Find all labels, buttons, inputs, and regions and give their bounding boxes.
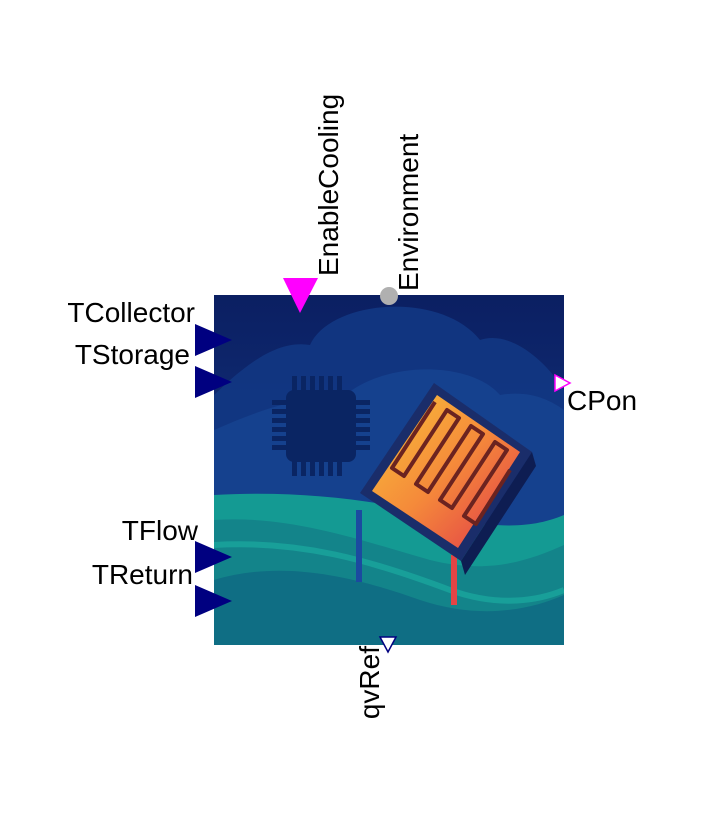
enable-cooling-input-connector[interactable] [283,278,318,313]
qvref-label: qvRef [354,646,385,719]
environment-label: Environment [393,134,424,291]
tcollector-label: TCollector [67,297,195,328]
treturn-input-connector[interactable] [195,585,232,617]
tcollector-input-connector[interactable] [195,324,232,356]
cpon-output-connector[interactable] [554,373,572,393]
environment-connector[interactable] [380,287,398,305]
tflow-input-connector[interactable] [195,541,232,573]
component-block[interactable] [214,295,564,645]
hill-stripe-icon [214,541,564,604]
treturn-label: TReturn [92,559,193,590]
panel-leg-right-icon [451,555,457,605]
chip-icon [272,376,370,476]
tstorage-label: TStorage [75,339,190,370]
hill-front-icon [214,570,564,645]
panel-leg-left-icon [356,510,362,582]
enable-cooling-label: EnableCooling [313,94,344,276]
solar-panel-icon [360,383,536,575]
cpon-label: CPon [567,385,637,416]
tstorage-input-connector[interactable] [195,366,232,398]
qvref-output-connector[interactable] [378,636,398,654]
tflow-label: TFlow [122,515,199,546]
